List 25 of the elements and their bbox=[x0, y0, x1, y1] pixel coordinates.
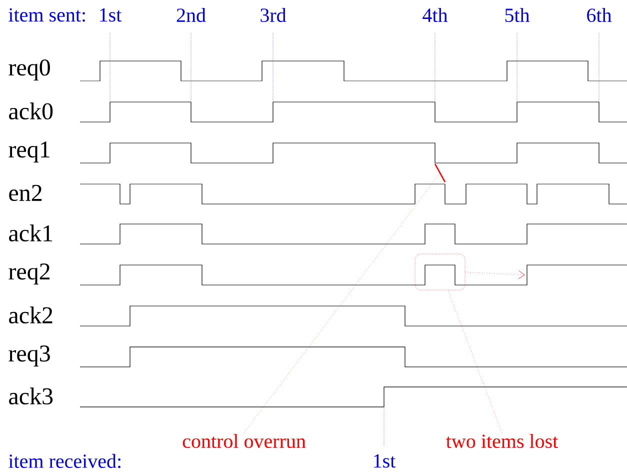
signal-label: ack0 bbox=[9, 102, 53, 120]
item-label: 5th bbox=[505, 8, 530, 22]
signal-label: req0 bbox=[8, 59, 50, 81]
item-label: 6th bbox=[587, 8, 612, 22]
item-label: 4th bbox=[422, 8, 448, 22]
leader-line bbox=[244, 174, 440, 433]
signal-label: req1 bbox=[8, 142, 50, 162]
leader-line bbox=[465, 270, 525, 279]
axis-label: item sent: bbox=[8, 8, 85, 22]
signal-label: req3 bbox=[8, 346, 50, 366]
signal-label: ack3 bbox=[9, 388, 53, 404]
item-label: 3rd bbox=[260, 8, 286, 22]
annotation-text: two items lost bbox=[446, 434, 558, 448]
leader-line bbox=[448, 290, 502, 433]
item-label: 2nd bbox=[176, 8, 206, 22]
signal-label: ack1 bbox=[9, 224, 52, 242]
glitch-mark bbox=[434, 164, 446, 182]
signal-label: req2 bbox=[8, 264, 50, 284]
signal-label: ack2 bbox=[9, 306, 52, 324]
item-label: 1st bbox=[374, 454, 396, 468]
annotation-text: control overrun bbox=[182, 434, 306, 448]
axis-label: item received: bbox=[8, 454, 120, 468]
highlight-outline bbox=[414, 254, 466, 290]
item-label: 1st bbox=[100, 8, 122, 22]
signal-label: en2 bbox=[9, 184, 42, 202]
